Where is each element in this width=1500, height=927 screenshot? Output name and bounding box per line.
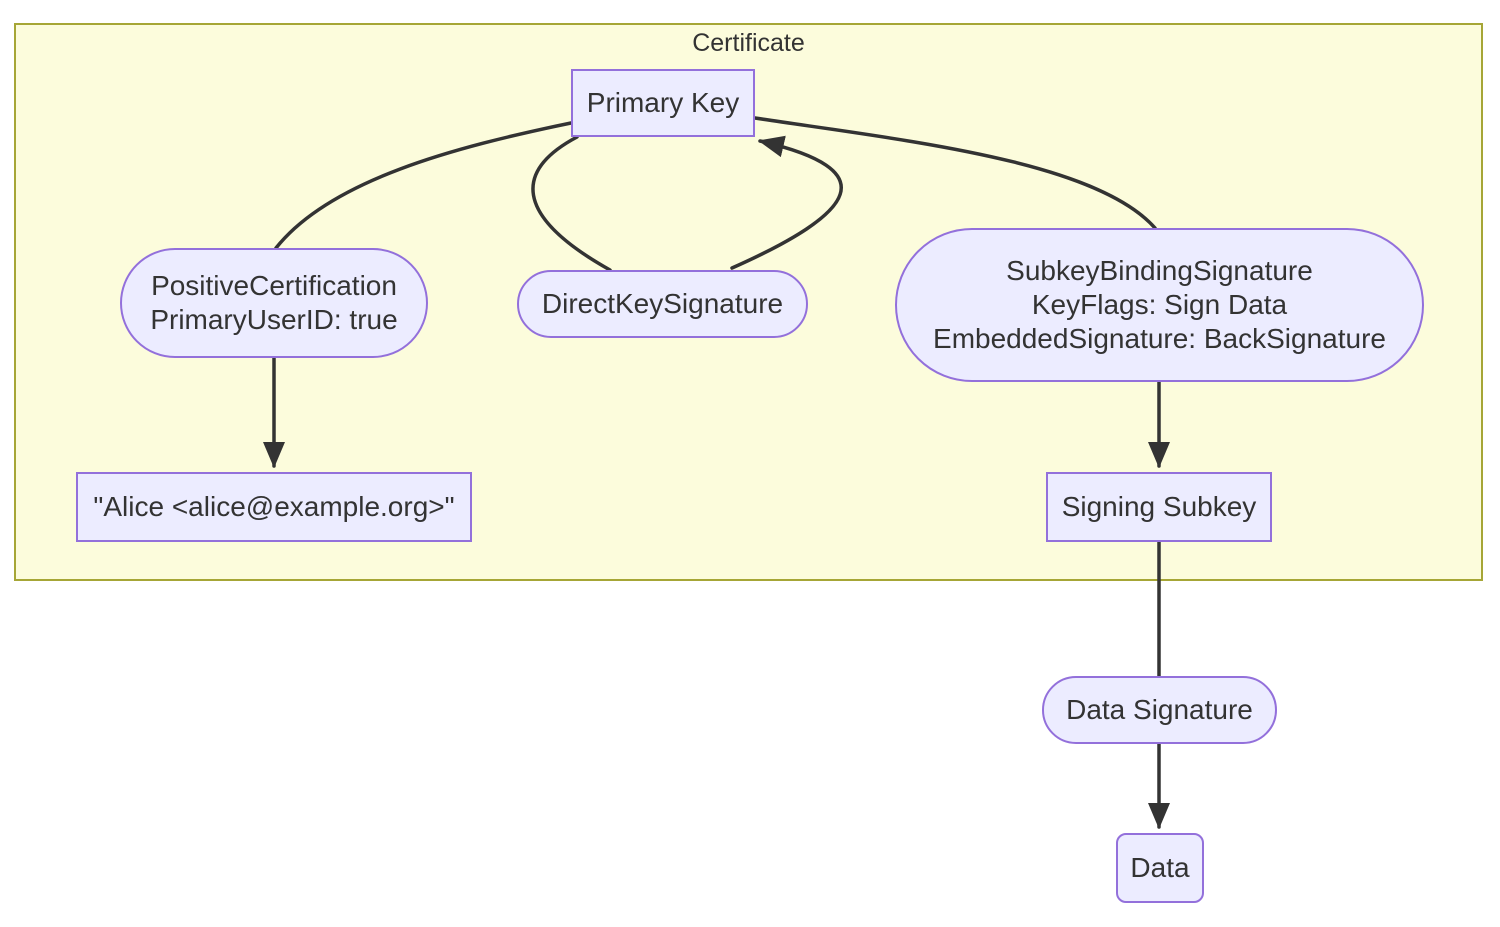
node-subkey-binding-signature: SubkeyBindingSignature KeyFlags: Sign Da…	[895, 228, 1424, 382]
node-label-line: EmbeddedSignature: BackSignature	[933, 323, 1386, 354]
node-user-id: "Alice <alice@example.org>"	[76, 472, 472, 542]
node-label: "Alice <alice@example.org>"	[93, 491, 455, 522]
node-label-line: KeyFlags: Sign Data	[1031, 289, 1288, 320]
node-label: DirectKeySignature	[541, 288, 784, 319]
node-label: Primary Key	[586, 87, 740, 118]
node-label-line: PrimaryUserID: true	[150, 304, 398, 335]
node-label-line: PositiveCertification	[151, 270, 397, 301]
certificate-cluster-title: Certificate	[692, 29, 805, 57]
node-label: Data	[1130, 852, 1190, 883]
node-label-line: SubkeyBindingSignature	[1006, 255, 1313, 286]
node-data: Data	[1116, 833, 1204, 903]
node-data-signature: Data Signature	[1042, 676, 1277, 744]
node-primary-key: Primary Key	[571, 69, 755, 137]
node-label: Signing Subkey	[1061, 491, 1257, 522]
node-positive-certification: PositiveCertification PrimaryUserID: tru…	[120, 248, 428, 358]
node-label: Data Signature	[1066, 694, 1253, 725]
node-direct-key-signature: DirectKeySignature	[517, 270, 808, 338]
node-signing-subkey: Signing Subkey	[1046, 472, 1272, 542]
